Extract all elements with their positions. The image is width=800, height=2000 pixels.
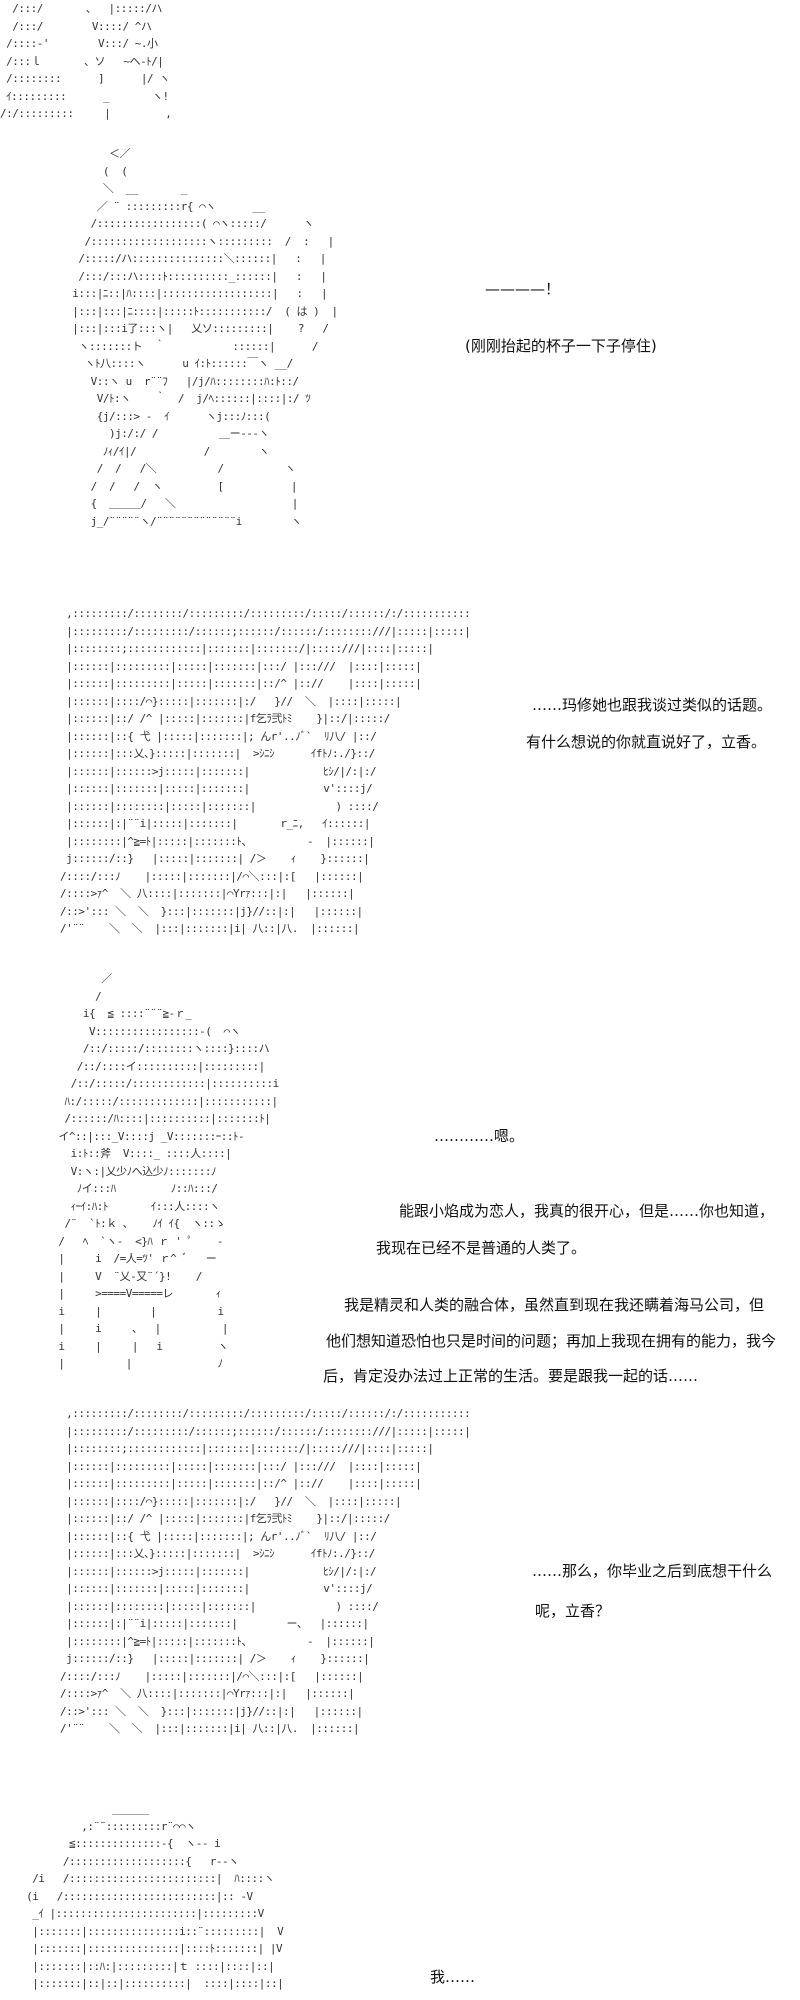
dialogue-line: ……玛修她也跟我谈过类似的话题。 xyxy=(532,696,773,714)
dialogue-line: 能跟小焰成为恋人，我真的很开心，但是……你也知道， xyxy=(399,1202,775,1220)
dialogue-line: 他们想知道恐怕也只是时间的问题；再加上我现在拥有的能力，我今 xyxy=(326,1332,777,1350)
ascii-art-5: ,:::::::::/::::::::/:::::::::/:::::::::/… xyxy=(60,1407,471,1735)
dialogue-line: 后，肯定没办法过上正常的生活。要是跟我一起的话…… xyxy=(323,1367,699,1385)
ascii-art-3: ,:::::::::/::::::::/:::::::::/:::::::::/… xyxy=(60,607,471,935)
exclamation-line: ————！ xyxy=(485,280,561,298)
ascii-art-1: /:::/ 、 |:::::/ハ /:::/ V::::/ ^ハ /::::-'… xyxy=(0,2,172,120)
dialogue-line: 有什么想说的你就直说好了，立香。 xyxy=(526,733,767,751)
ascii-art-2: ＜／ ( ( ＼ __ _ ／ ¨ :::::::::r{ ⌒ヽ __ /:::… xyxy=(72,147,338,528)
dialogue-line: 呢，立香？ xyxy=(535,1602,611,1620)
dialogue-line: 我是精灵和人类的融合体，虽然直到现在我还瞒着海马公司，但 xyxy=(344,1296,765,1314)
ascii-art-4: ／ / i{ ≦ ::::¨¨¨≧-ｒ_ V:::::::::::::::::-… xyxy=(58,972,279,1370)
dialogue-line: …………嗯。 xyxy=(434,1127,525,1145)
narration-cup-stopped: (刚刚抬起的杯子一下子停住) xyxy=(465,337,657,355)
dialogue-line: 我…… xyxy=(430,1968,476,1986)
dialogue-line: ……那么，你毕业之后到底想干什么 xyxy=(532,1562,773,1580)
dialogue-line: 我现在已经不是普通的人类了。 xyxy=(376,1239,587,1257)
ascii-art-6: ______ ,:¨¨:::::::::r¨⌒⌒ヽ ≦:::::::::::::… xyxy=(26,1802,284,1990)
